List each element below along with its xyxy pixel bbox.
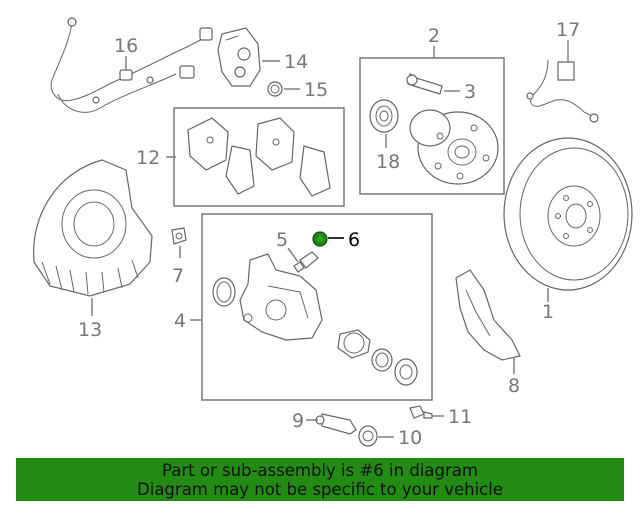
callout-13: 13	[78, 319, 102, 341]
brake-hose	[526, 59, 599, 123]
hub-group-box	[359, 57, 505, 195]
callout-9: 9	[292, 410, 304, 432]
callout-12: 12	[136, 147, 160, 169]
axle-hub	[409, 109, 499, 185]
brake-pads	[187, 117, 331, 197]
callout-1: 1	[542, 301, 554, 323]
callout-7: 7	[172, 265, 184, 287]
callout-8: 8	[508, 375, 520, 397]
dust-cover	[33, 159, 153, 297]
bleeder-cap-highlighted	[312, 231, 328, 247]
callout-14: 14	[284, 51, 308, 73]
caliper-mounting-bracket	[455, 269, 521, 361]
slide-pin	[315, 413, 357, 435]
callout-5: 5	[276, 229, 288, 251]
callout-2: 2	[428, 25, 440, 47]
abs-speed-sensor	[217, 27, 261, 87]
banner-line-disclaimer: Diagram may not be specific to your vehi…	[137, 480, 503, 499]
piston-boot	[394, 358, 418, 386]
dust-cover-bolt	[171, 227, 187, 245]
caliper-seal	[212, 277, 236, 307]
callout-16: 16	[114, 35, 138, 57]
slide-pin-boot	[358, 425, 378, 447]
caliper-piston	[337, 329, 371, 359]
hub-bearing	[369, 99, 399, 133]
callout-4: 4	[174, 310, 186, 332]
callout-11: 11	[448, 406, 472, 428]
caliper-body	[239, 253, 323, 341]
caliper-group-box	[201, 213, 433, 401]
bleeder-plug	[293, 251, 319, 273]
parts-diagram: 16 14 15 2 17 3 18 12 5 6 7 1 4 13 8 9 1…	[33, 17, 633, 449]
callout-17: 17	[556, 19, 580, 41]
callout-10: 10	[398, 427, 422, 449]
piston-seal	[371, 348, 393, 372]
brake-disc	[503, 137, 633, 291]
callout-15: 15	[304, 79, 328, 101]
o-ring	[267, 81, 283, 97]
callout-3: 3	[464, 81, 476, 103]
hub-bolt	[406, 73, 443, 95]
banner-line-part: Part or sub-assembly is #6 in diagram	[162, 461, 478, 480]
bracket-bolt	[409, 405, 433, 419]
callout-6-highlighted: 6	[348, 229, 360, 251]
abs-sensor-harness	[50, 17, 213, 113]
info-banner: Part or sub-assembly is #6 in diagram Di…	[16, 458, 624, 501]
callout-18: 18	[376, 151, 400, 173]
